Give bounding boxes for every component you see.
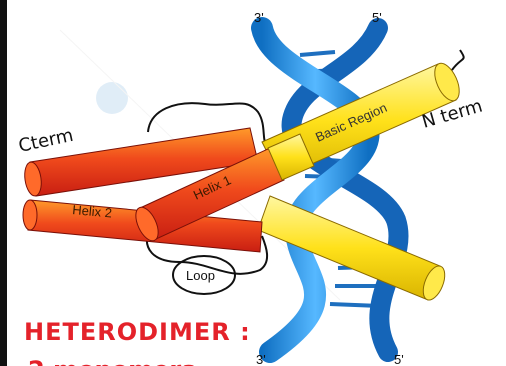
heterodimer-annotation: HETERODIMER : xyxy=(24,318,251,346)
loop-label: Loop xyxy=(186,268,215,283)
monomers-annotation: 2 monomers xyxy=(28,356,196,366)
dna-label-top-left: 3' xyxy=(254,10,264,25)
dna-label-top-right: 5' xyxy=(372,10,382,25)
dna-double-helix xyxy=(262,28,399,352)
left-edge-bar xyxy=(0,0,7,366)
dna-label-bottom-right: 5' xyxy=(394,352,404,366)
c-term-annotation: Cterm xyxy=(17,125,75,157)
dna-label-bottom-left: 3' xyxy=(256,352,266,366)
